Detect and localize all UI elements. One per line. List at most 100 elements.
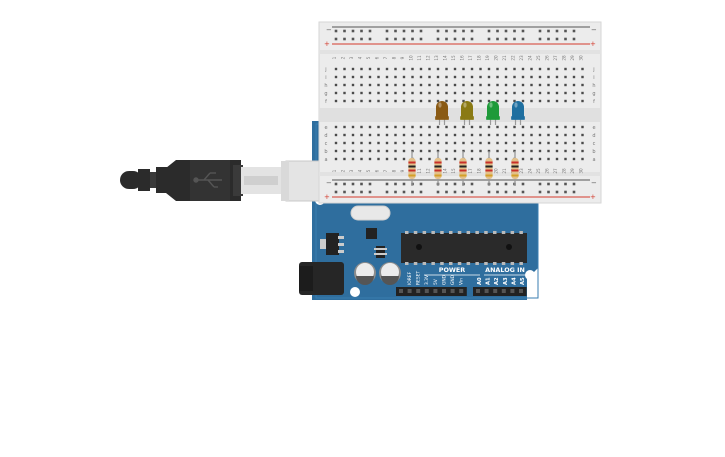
terminal-hole[interactable]: [479, 133, 482, 137]
terminal-hole[interactable]: [394, 133, 397, 137]
terminal-hole[interactable]: [436, 67, 440, 71]
terminal-hole[interactable]: [496, 67, 499, 71]
terminal-hole[interactable]: [428, 157, 431, 161]
terminal-hole[interactable]: [377, 99, 380, 103]
terminal-hole[interactable]: [530, 149, 533, 153]
rail-hole[interactable]: [487, 37, 491, 41]
terminal-hole[interactable]: [538, 91, 542, 95]
terminal-hole[interactable]: [394, 157, 397, 161]
terminal-hole[interactable]: [351, 141, 355, 145]
terminal-hole[interactable]: [445, 133, 448, 137]
terminal-hole[interactable]: [368, 149, 372, 153]
rail-hole[interactable]: [419, 29, 423, 33]
terminal-hole[interactable]: [436, 141, 440, 145]
rail-hole[interactable]: [547, 29, 550, 33]
rail-hole[interactable]: [351, 182, 355, 186]
terminal-hole[interactable]: [504, 149, 508, 153]
terminal-hole[interactable]: [547, 133, 550, 137]
rail-hole[interactable]: [513, 37, 516, 41]
terminal-hole[interactable]: [351, 99, 355, 103]
terminal-hole[interactable]: [445, 157, 448, 161]
terminal-hole[interactable]: [428, 141, 431, 145]
terminal-hole[interactable]: [538, 75, 542, 79]
terminal-hole[interactable]: [487, 141, 491, 145]
terminal-hole[interactable]: [538, 133, 542, 137]
usb-cable[interactable]: [120, 160, 281, 201]
terminal-hole[interactable]: [479, 149, 482, 153]
rail-hole[interactable]: [555, 190, 559, 194]
rail-hole[interactable]: [360, 182, 363, 186]
terminal-hole[interactable]: [530, 133, 533, 137]
terminal-hole[interactable]: [368, 141, 372, 145]
terminal-hole[interactable]: [411, 125, 414, 129]
terminal-hole[interactable]: [402, 75, 406, 79]
terminal-hole[interactable]: [385, 83, 389, 87]
terminal-hole[interactable]: [470, 91, 474, 95]
header-pin[interactable]: [442, 289, 446, 293]
rail-hole[interactable]: [521, 29, 525, 33]
header-pin[interactable]: [433, 289, 438, 293]
terminal-hole[interactable]: [572, 91, 576, 95]
terminal-hole[interactable]: [419, 141, 423, 145]
terminal-hole[interactable]: [445, 99, 448, 103]
terminal-hole[interactable]: [479, 157, 482, 161]
terminal-hole[interactable]: [547, 83, 550, 87]
terminal-hole[interactable]: [504, 157, 508, 161]
terminal-hole[interactable]: [513, 91, 516, 95]
terminal-hole[interactable]: [368, 67, 372, 71]
terminal-hole[interactable]: [547, 125, 550, 129]
terminal-hole[interactable]: [521, 157, 525, 161]
terminal-hole[interactable]: [547, 141, 550, 145]
terminal-hole[interactable]: [555, 157, 559, 161]
terminal-hole[interactable]: [470, 133, 474, 137]
power-jack[interactable]: [299, 262, 344, 295]
terminal-hole[interactable]: [547, 149, 550, 153]
terminal-hole[interactable]: [385, 99, 389, 103]
terminal-hole[interactable]: [496, 149, 499, 153]
rail-hole[interactable]: [445, 37, 448, 41]
terminal-hole[interactable]: [368, 75, 372, 79]
terminal-hole[interactable]: [530, 157, 533, 161]
terminal-hole[interactable]: [351, 83, 355, 87]
terminal-hole[interactable]: [513, 83, 516, 87]
terminal-hole[interactable]: [428, 149, 431, 153]
rail-hole[interactable]: [470, 182, 474, 186]
terminal-hole[interactable]: [411, 99, 414, 103]
terminal-hole[interactable]: [428, 83, 431, 87]
rail-hole[interactable]: [368, 37, 372, 41]
rail-hole[interactable]: [555, 182, 559, 186]
terminal-hole[interactable]: [360, 157, 363, 161]
terminal-hole[interactable]: [419, 99, 423, 103]
rail-hole[interactable]: [504, 182, 508, 186]
terminal-hole[interactable]: [538, 141, 542, 145]
terminal-hole[interactable]: [521, 149, 525, 153]
terminal-hole[interactable]: [453, 67, 457, 71]
rail-hole[interactable]: [394, 190, 397, 194]
terminal-hole[interactable]: [436, 133, 440, 137]
header-pin[interactable]: [450, 289, 455, 293]
terminal-hole[interactable]: [462, 99, 465, 103]
terminal-hole[interactable]: [555, 125, 559, 129]
terminal-hole[interactable]: [360, 99, 363, 103]
terminal-hole[interactable]: [394, 149, 397, 153]
terminal-hole[interactable]: [555, 75, 559, 79]
terminal-hole[interactable]: [445, 125, 448, 129]
rail-hole[interactable]: [445, 29, 448, 33]
terminal-hole[interactable]: [462, 133, 465, 137]
terminal-hole[interactable]: [504, 83, 508, 87]
rail-hole[interactable]: [368, 182, 372, 186]
terminal-hole[interactable]: [436, 83, 440, 87]
terminal-hole[interactable]: [504, 133, 508, 137]
terminal-hole[interactable]: [538, 83, 542, 87]
rail-hole[interactable]: [521, 190, 525, 194]
terminal-hole[interactable]: [445, 149, 448, 153]
terminal-hole[interactable]: [419, 91, 423, 95]
rail-hole[interactable]: [564, 37, 567, 41]
terminal-hole[interactable]: [470, 141, 474, 145]
terminal-hole[interactable]: [555, 83, 559, 87]
terminal-hole[interactable]: [343, 67, 346, 71]
rail-hole[interactable]: [385, 190, 389, 194]
terminal-hole[interactable]: [394, 83, 397, 87]
header-pin[interactable]: [519, 289, 523, 293]
terminal-hole[interactable]: [564, 67, 567, 71]
